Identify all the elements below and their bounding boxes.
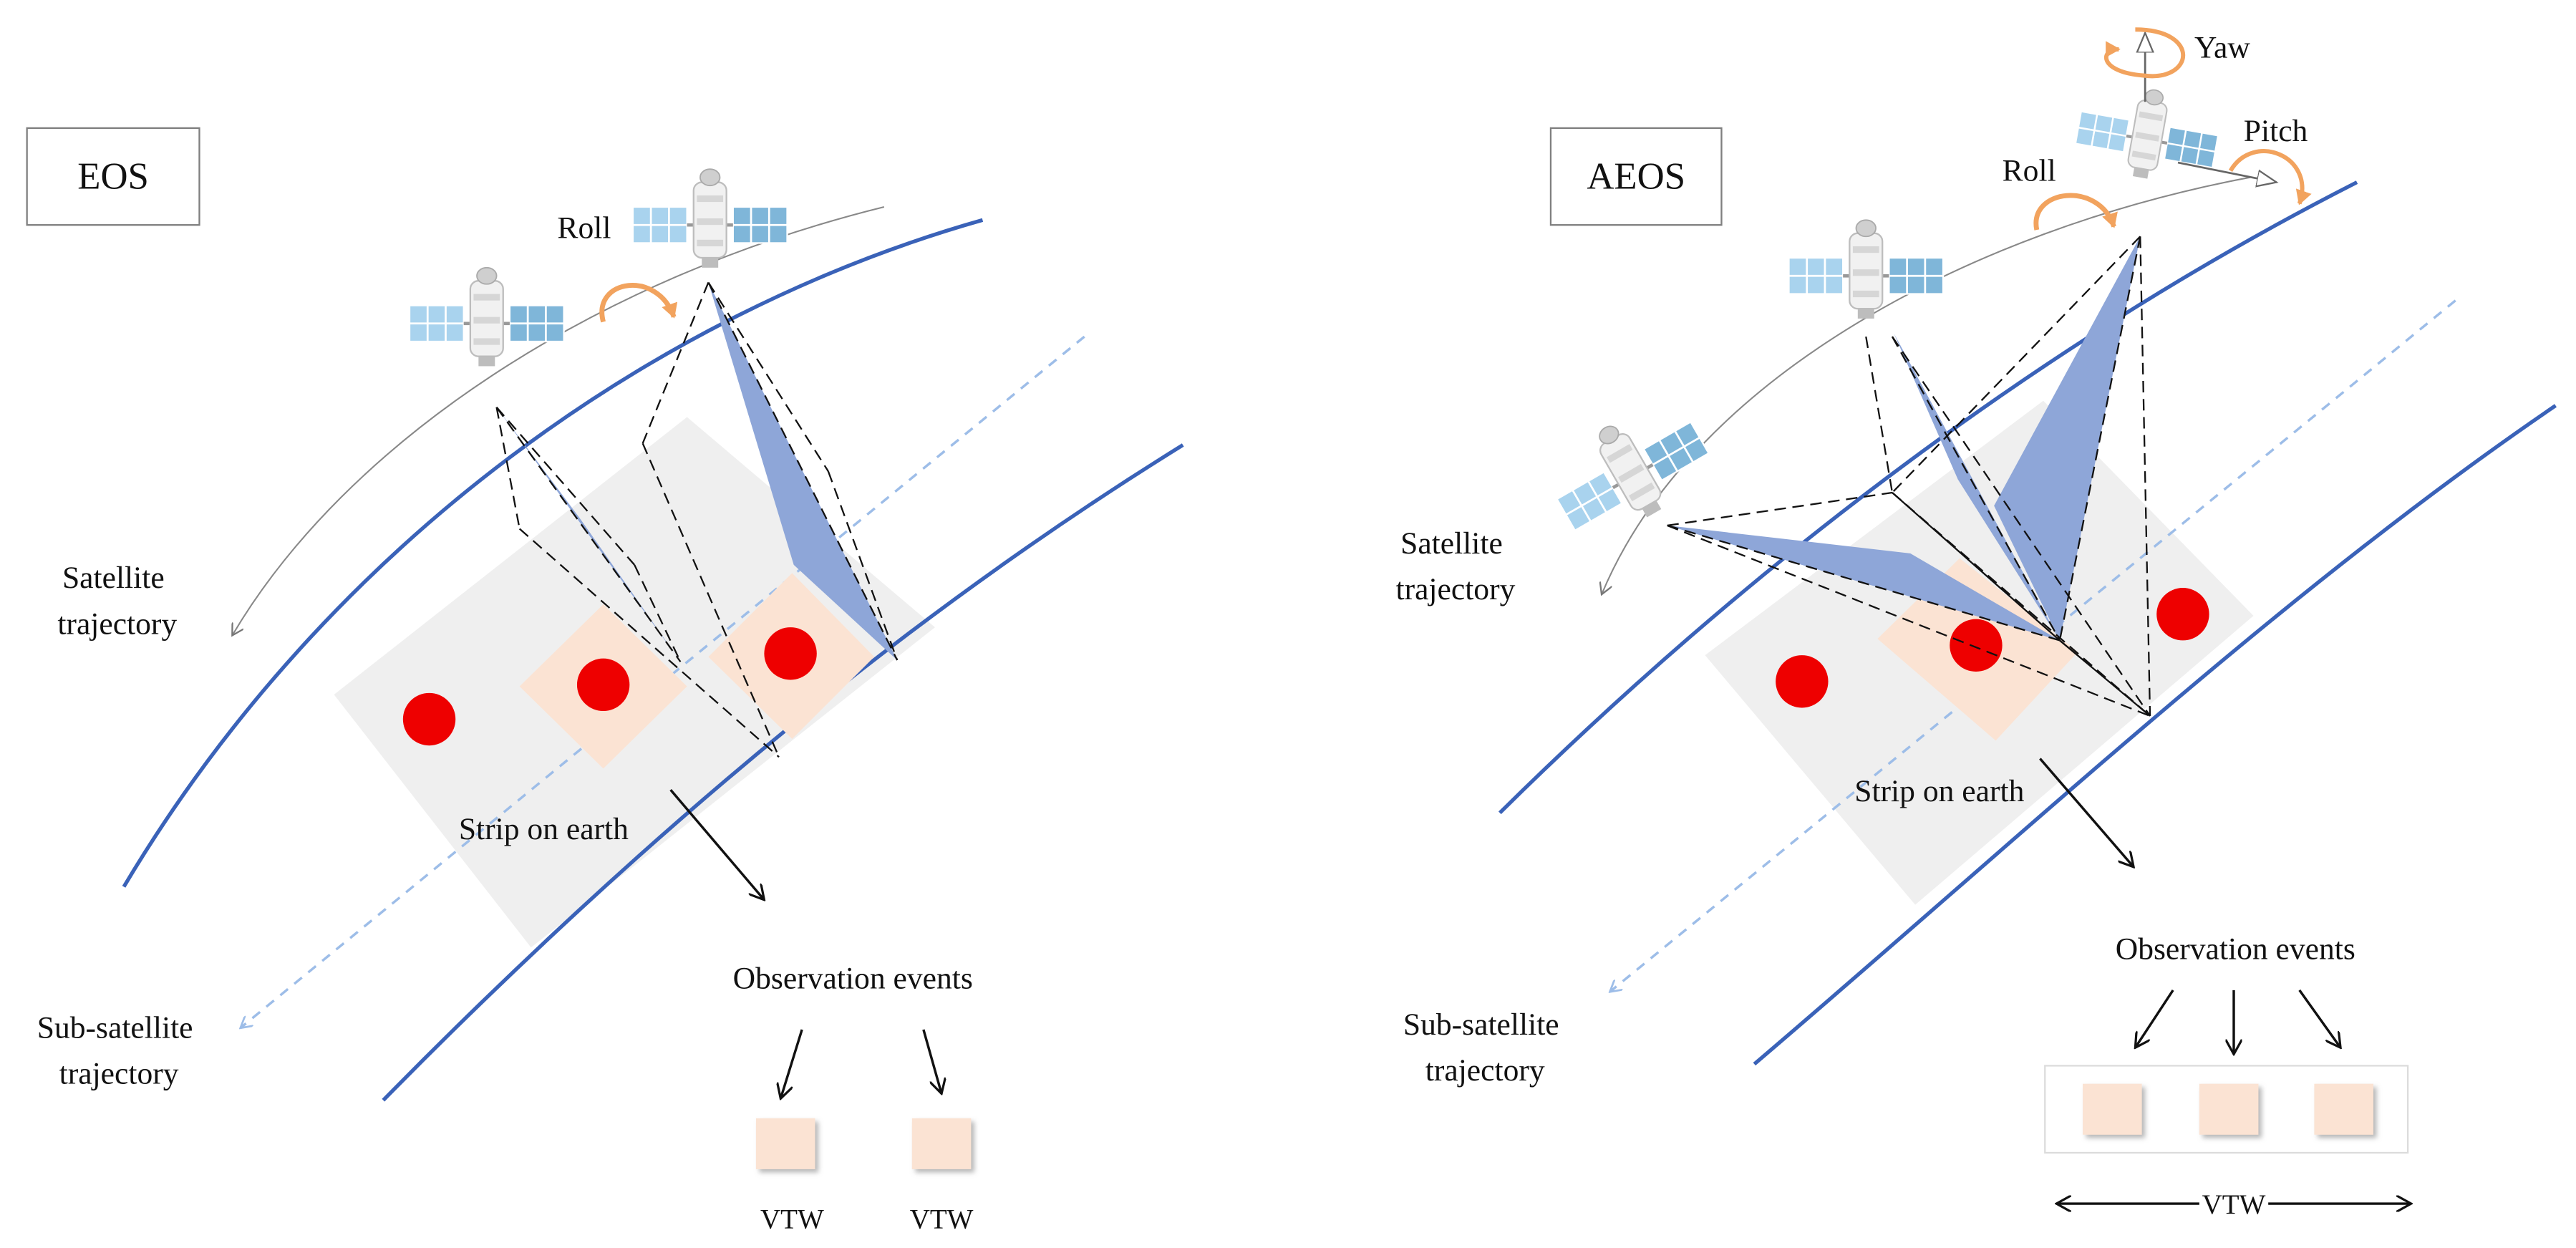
eos-field-of-view-2 (641, 281, 899, 758)
aeos-field-of-view-lines (1667, 236, 2151, 717)
aeos-strip-arrow (2039, 758, 2134, 867)
aeos-pitch-label: Pitch (2244, 114, 2308, 148)
eos-target-dot-2 (576, 658, 630, 712)
eos-vtw-label-1: VTW (760, 1204, 824, 1234)
eos-observation-events-label: Observation events (733, 962, 973, 996)
aeos-satellite-icon-3 (2072, 78, 2224, 190)
eos-target-dot-3 (764, 627, 817, 680)
aeos-satellite-icon-1 (1538, 390, 1721, 552)
eos-satellite-icon-2 (633, 169, 788, 268)
aeos-event-square-3 (2314, 1083, 2373, 1135)
aeos-ground-band-upper (1498, 180, 2358, 815)
aeos-event-square-2 (2199, 1083, 2259, 1135)
aeos-vtw-label: VTW (2202, 1189, 2266, 1220)
eos-satellite-trajectory-line (232, 205, 885, 636)
aeos-pitch-axis-arrow (2177, 161, 2277, 183)
aeos-yaw-label: Yaw (2194, 30, 2250, 64)
aeos-yaw-arrow-icon (2103, 27, 2186, 79)
aeos-event-square-1 (2083, 1083, 2142, 1135)
eos-event-square-2 (911, 1118, 972, 1169)
eos-sub-satellite-trajectory-label: Sub-satellite trajectory (37, 1010, 201, 1090)
aeos-pitch-arrow-icon (2228, 149, 2312, 205)
eos-event-arrow-2 (922, 1029, 941, 1093)
aeos-strip-on-earth-label: Strip on earth (1854, 774, 2024, 808)
aeos-target-dot-2 (1950, 619, 2003, 672)
aeos-target-dot-1 (1776, 655, 1829, 708)
eos-roll-arrow-icon (599, 283, 678, 323)
eos-roll-label: Roll (557, 211, 611, 246)
eos-title-box (26, 127, 200, 226)
aeos-title: AEOS (1587, 156, 1685, 198)
aeos-roll-label: Roll (2003, 153, 2056, 188)
eos-ground-band-upper (122, 218, 984, 888)
eos-vtw-label-2: VTW (910, 1204, 974, 1234)
aeos-target-dot-3 (2156, 588, 2209, 641)
eos-strip-arrow (669, 789, 765, 900)
aeos-sub-satellite-trajectory-label: Sub-satellite trajectory (1403, 1007, 1567, 1088)
aeos-ground-band-lower (1753, 404, 2557, 1066)
aeos-satellite-trajectory-label: Satellite trajectory (1395, 526, 1515, 606)
aeos-panel: AEOS (1395, 27, 2557, 1220)
eos-field-of-view-1 (495, 407, 780, 758)
eos-title: EOS (77, 156, 149, 198)
aeos-event-arrow-1 (2135, 989, 2174, 1048)
aeos-observation-events-label: Observation events (2116, 932, 2355, 966)
aeos-satellite-icon-2 (1788, 220, 1943, 319)
aeos-title-box (1549, 127, 1723, 226)
eos-panel: EOS Roll (26, 127, 1184, 1234)
eos-target-dot-1 (402, 692, 456, 746)
eos-event-arrow-1 (780, 1029, 803, 1098)
eos-event-square-1 (755, 1118, 815, 1169)
aeos-event-arrow-3 (2298, 989, 2340, 1048)
eos-strip-on-earth-label: Strip on earth (459, 812, 629, 846)
eos-satellite-icon-1 (410, 268, 564, 367)
aeos-ground-footprint-lines (1892, 492, 2151, 717)
eos-satellite-trajectory-label: Satellite trajectory (57, 561, 177, 641)
aeos-roll-arrow-icon (2033, 193, 2118, 231)
